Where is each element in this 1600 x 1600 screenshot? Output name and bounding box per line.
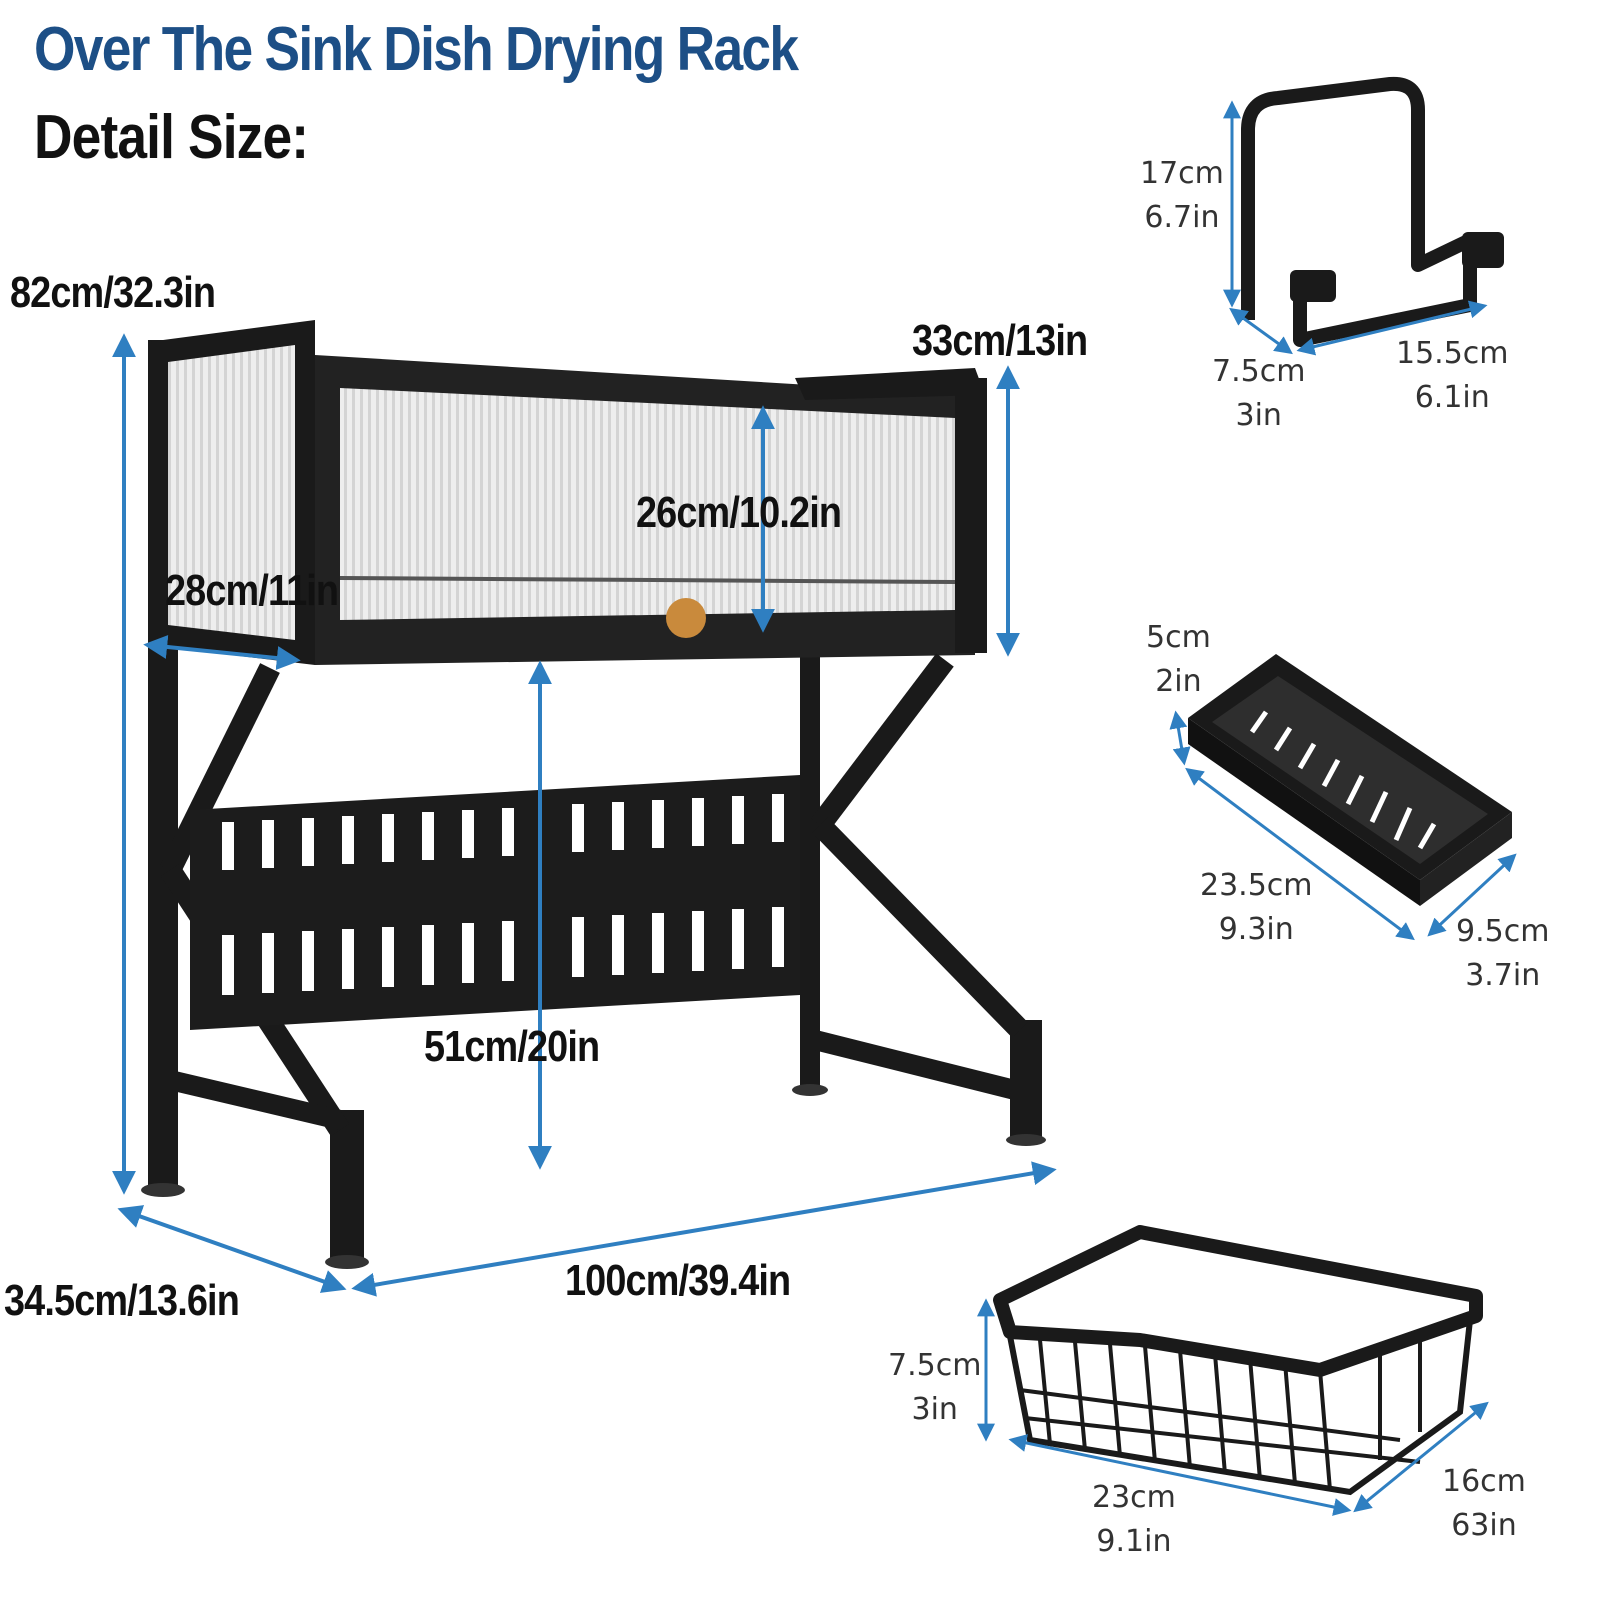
- dimension-arrows: [112, 333, 1057, 1297]
- rack-illustration: [141, 320, 1046, 1269]
- cabinet-shelf: [339, 576, 956, 584]
- arrow-line-icon: [1185, 767, 1415, 941]
- tray-width-label: 9.5cm 3.7in: [1456, 914, 1550, 993]
- arrow-line-icon: [143, 634, 301, 671]
- holder-depth-label: 7.5cm 3in: [1212, 354, 1306, 433]
- arrow-line-icon: [117, 1205, 347, 1293]
- arrow-line-icon: [1169, 710, 1191, 766]
- cabinet-top-rail: [795, 368, 985, 400]
- basket-height-label: 7.5cm 3in: [888, 1348, 982, 1427]
- arrow-line-icon: [1427, 853, 1517, 937]
- rack-back-panel-slots: [222, 794, 784, 995]
- cabinet-side-panel: [168, 345, 295, 640]
- rack-height-label: 82cm/32.3in: [10, 268, 216, 317]
- arrow-line-icon: [1229, 307, 1293, 355]
- rack-foot: [1006, 1134, 1046, 1146]
- tray-height-label: 5cm 2in: [1146, 620, 1211, 699]
- page-subtitle: Detail Size:: [34, 103, 309, 172]
- rack-bottom-bar-left: [167, 1070, 343, 1130]
- holder-illustration: [1241, 76, 1504, 347]
- rack-foot: [325, 1255, 369, 1269]
- rack-bottom-bar-right: [812, 1030, 1018, 1100]
- rack-right-rear-post: [800, 650, 820, 1090]
- rack-brace-left-upper: [160, 663, 280, 875]
- cabinet-knob: [666, 598, 706, 638]
- rack-brace-right-upper: [811, 653, 954, 832]
- rack-depth-label: 34.5cm/13.6in: [4, 1276, 240, 1325]
- arrow-line-icon: [351, 1161, 1057, 1297]
- arrow-line-icon: [1296, 300, 1488, 356]
- rack-cabinet-depth-label: 28cm/11in: [165, 566, 339, 615]
- rack-width-label: 100cm/39.4in: [565, 1256, 791, 1305]
- rack-inner-height-label: 26cm/10.2in: [636, 488, 842, 537]
- rack-back-panel: [190, 775, 800, 1030]
- cabinet-front-panel: [340, 388, 955, 620]
- holder-width-label: 15.5cm 6.1in: [1396, 336, 1509, 415]
- holder-height-label: 17cm 6.7in: [1140, 156, 1224, 235]
- arrow-line-icon: [1008, 1434, 1352, 1516]
- arrow-line-icon: [1353, 1401, 1489, 1513]
- holder-dimension-arrows: [1223, 100, 1488, 356]
- cabinet-right-post: [955, 378, 987, 653]
- rack-cabinet-height-label: 33cm/13in: [912, 316, 1088, 365]
- page-title: Over The Sink Dish Drying Rack: [34, 15, 799, 84]
- tray-dimension-arrows: [1169, 710, 1517, 941]
- rack-clearance-label: 51cm/20in: [424, 1022, 600, 1071]
- rack-foot: [141, 1183, 185, 1197]
- basket-width-label: 16cm 63in: [1442, 1464, 1526, 1543]
- basket-dimension-arrows: [977, 1298, 1489, 1516]
- rack-brace-right-lower: [812, 817, 1028, 1038]
- tray-length-label: 23.5cm 9.3in: [1200, 868, 1313, 947]
- basket-length-label: 23cm 9.1in: [1092, 1480, 1176, 1559]
- rack-foot: [792, 1084, 828, 1096]
